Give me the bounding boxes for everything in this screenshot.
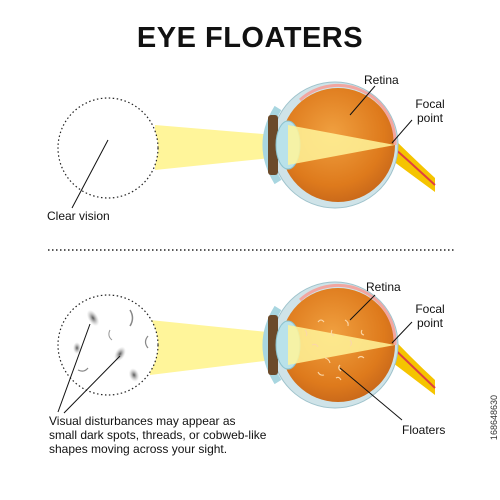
focal-pointer-bottom [391,321,413,344]
retina-rim-bottom [298,283,397,346]
top-panel [57,81,436,209]
caption-line-2: small dark spots, threads, or cobweb-lik… [49,428,267,442]
clear-vision-pointer [71,139,109,209]
focal-point-label-top: Focal point [410,97,450,125]
retina-pointer-top [349,85,376,116]
focal-point-label-bottom: Focal point [410,302,450,330]
focal-label-line1-top: Focal [415,97,445,111]
bottom-panel [57,281,436,421]
caption-text: Visual disturbances may appear as small … [49,414,266,456]
focal-pointer-top [391,119,413,144]
stock-image-id: 168648630 [489,394,499,440]
caption-pointer-1 [57,323,91,413]
disturbed-vision-circle [57,294,159,396]
clear-vision-circle [57,97,159,199]
retina-pointer-bottom [349,294,376,321]
focal-label-line2-top: point [416,111,444,125]
focal-label-line2-bottom: point [416,316,444,330]
retina-label-top: Retina [364,73,399,87]
retina-rim-top [298,83,397,146]
iris-top [268,115,278,175]
light-beam-top-inner [288,125,395,165]
floaters-label: Floaters [402,423,446,437]
light-beam-bottom-inner [288,325,395,365]
floaters-pointer [339,367,403,421]
page-title: EYE FLOATERS [136,22,364,54]
eye-floaters [304,319,365,381]
caption-line-3: shapes moving across your sight. [49,442,228,456]
caption-line-1: Visual disturbances may appear as [49,414,236,428]
floater-spots [73,309,149,382]
caption-pointer-2 [63,355,121,414]
iris-bottom [268,315,278,375]
retina-label-bottom: Retina [366,280,401,294]
clear-vision-label: Clear vision [47,209,110,223]
focal-label-line1-bottom: Focal [415,302,445,316]
